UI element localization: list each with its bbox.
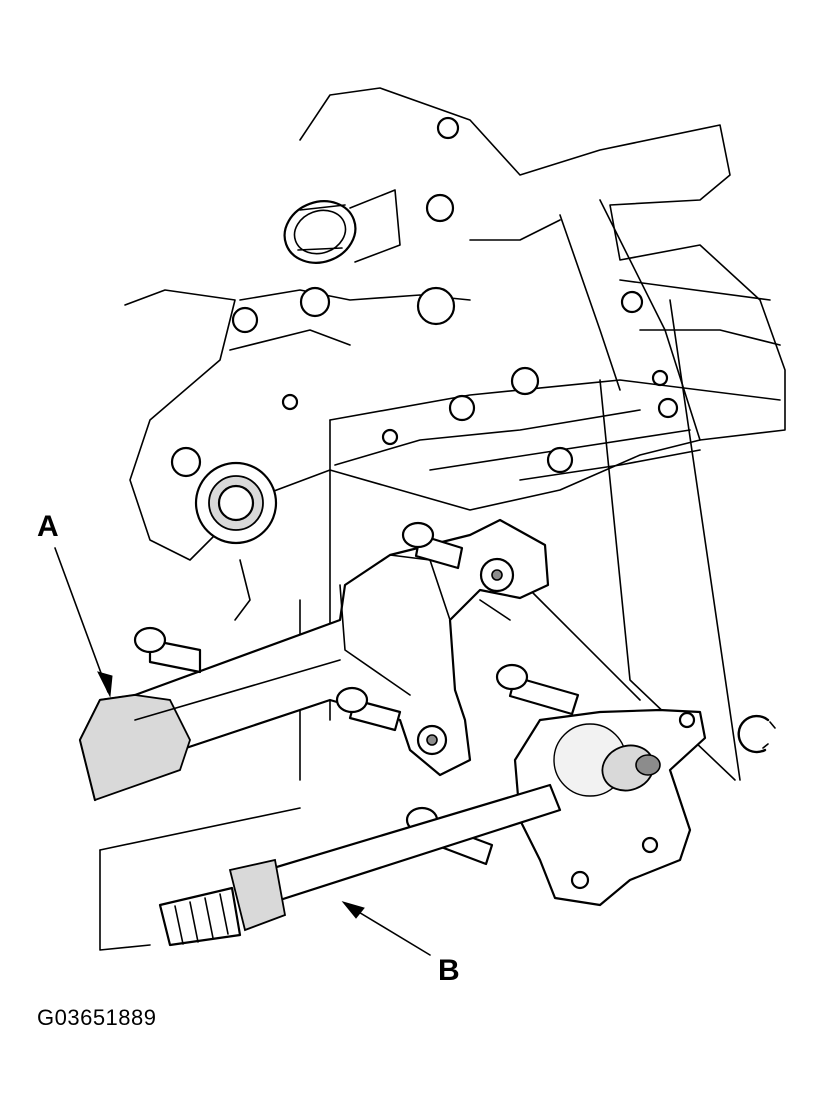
callout-label-b: B	[438, 954, 460, 987]
bearing-support-bracket	[78, 518, 550, 802]
callout-label-a: A	[37, 510, 59, 543]
engine-block	[124, 87, 786, 781]
flange-bolt-4	[495, 663, 580, 716]
flange-bolt-1	[133, 626, 202, 674]
figure-id: G03651889	[37, 1005, 157, 1030]
intermediate-shaft	[158, 783, 562, 947]
flange-bolt-3	[335, 686, 402, 732]
bearing-flange	[513, 708, 707, 907]
callout-arrow-b	[341, 901, 431, 956]
flange-bolt-2	[401, 521, 464, 570]
snap-ring	[737, 714, 776, 754]
assembly-guide-lines	[99, 589, 641, 951]
callout-arrow-a	[54, 547, 113, 698]
